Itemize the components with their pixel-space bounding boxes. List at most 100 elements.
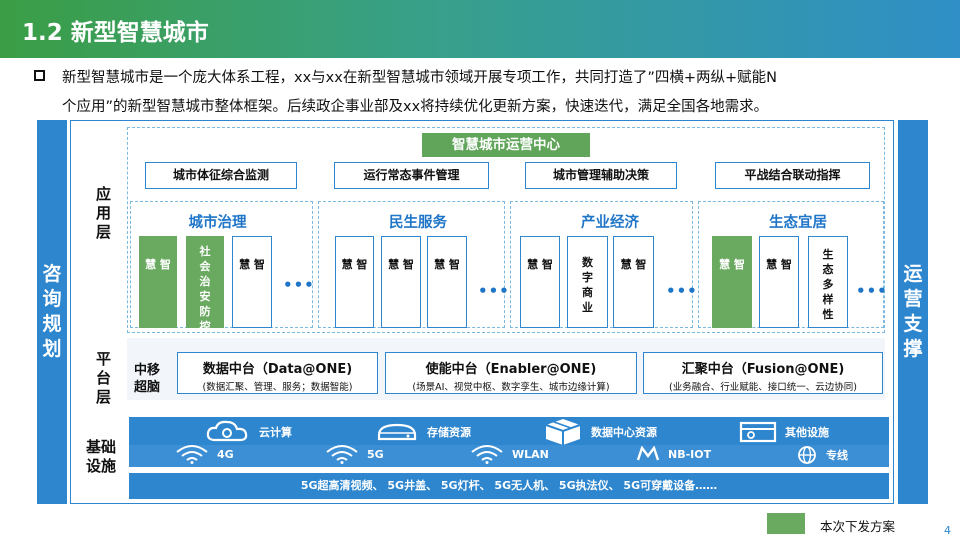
more-dots: •••: [666, 282, 698, 300]
infra-label: 数据中心资源: [591, 426, 657, 439]
app-card: 生 态 多 样 性: [808, 236, 848, 328]
platform-desc: (数据汇聚、管理、服务；数据智能): [202, 382, 353, 393]
page-title: 1.2 新型智慧城市: [22, 20, 209, 46]
layer-label-platform: 平 台 层: [96, 350, 111, 407]
layer-label-char: 平: [96, 350, 112, 368]
platform-desc: (业务融合、行业赋能、接口统一、云边协同): [669, 382, 857, 393]
app-card: 社 会 治 安 防 控: [186, 236, 224, 333]
infra-nbiot: NB-IOT: [636, 446, 711, 462]
layer-label-char: 基础: [86, 438, 117, 456]
infra-label: WLAN: [512, 447, 549, 461]
app-card-label: 慧 智: [719, 258, 745, 271]
app-card-label-vertical: 社 会 治 安 防 控: [199, 245, 211, 333]
data-platform-box: 数据中台（Data@ONE) (数据汇聚、管理、服务；数据智能): [177, 352, 378, 394]
bullet-square-icon: [34, 70, 45, 81]
layer-label-infra: 基础 设施: [86, 438, 116, 476]
more-dots: •••: [283, 276, 315, 294]
infra-label: 专线: [826, 449, 848, 462]
sector-title: 产业经济: [581, 215, 639, 231]
side-right-char: 支: [903, 313, 923, 335]
datacenter-icon: [545, 419, 581, 445]
app-card: 数 字 商 业: [567, 236, 608, 328]
ops-center-label: 智慧城市运营中心: [422, 133, 590, 157]
nbiot-icon: [636, 446, 660, 461]
side-left-char: 规: [42, 313, 62, 335]
infra-dedicated-line: 专线: [796, 445, 848, 465]
wifi-icon: [176, 445, 208, 464]
cloud-icon: [206, 420, 248, 442]
app-card: 慧 智: [759, 236, 799, 328]
globe-icon: [798, 446, 816, 464]
side-right-char: 营: [903, 288, 923, 310]
app-card-label: 慧 智: [766, 258, 792, 271]
app-card-label: 慧 智: [239, 258, 265, 271]
app-card-label: 慧 智: [341, 258, 368, 271]
app-card-label-vertical: 数 字 商 业: [582, 256, 593, 314]
legend-swatch: [767, 513, 805, 534]
fusion-platform-box: 汇聚中台（Fusion@ONE) (业务融合、行业赋能、接口统一、云边协同): [643, 352, 883, 394]
side-right-char: 撑: [903, 338, 923, 360]
framework-frame: [70, 120, 894, 504]
intro-text: 新型智慧城市是一个庞大体系工程，xx与xx在新型智慧城市领域开展专项工作，共同打…: [62, 64, 882, 122]
infra-datacenter: 数据中心资源: [543, 417, 657, 447]
monitoring-box: 城市体征综合监测: [145, 162, 297, 189]
wifi-icon: [471, 445, 503, 464]
platform-name: 汇聚中台（Fusion@ONE): [681, 362, 845, 377]
layer-label-char: 应: [96, 185, 112, 203]
app-card: 慧 智: [139, 236, 177, 328]
app-card: 慧 智: [335, 236, 374, 328]
side-bar-operations: 运 营 支 撑: [898, 120, 928, 504]
decision-support-box: 城市管理辅助决策: [525, 162, 677, 189]
side-left-char: 咨: [42, 263, 62, 285]
infra-network-row: [129, 445, 889, 467]
page-number: 4: [944, 524, 951, 537]
app-card-label: 慧 智: [388, 258, 414, 271]
server-icon: [739, 421, 777, 443]
layer-label-char: 台: [96, 369, 112, 387]
app-card: 慧 智: [232, 236, 272, 328]
layer-label-app: 应 用 层: [96, 185, 111, 242]
infra-other: 其他设施: [739, 420, 829, 444]
app-card: 慧 智: [613, 236, 654, 328]
side-bar-consulting: 咨 询 规 划: [37, 120, 67, 504]
intro-line-2: 个应用”的新型智慧城市整体框架。后续政企事业部及xx将持续优化更新方案，快速迭代…: [62, 99, 769, 115]
app-card: 慧 智: [381, 236, 421, 328]
app-card-label: 慧 智: [434, 258, 460, 271]
more-dots: •••: [478, 282, 510, 300]
app-card: 慧 智: [712, 236, 752, 328]
enabler-platform-box: 使能中台（Enabler@ONE) (场景AI、视觉中枢、数字孪生、城市边缘计算…: [385, 352, 637, 394]
app-card: 慧 智: [427, 236, 467, 328]
app-card-label: 慧 智: [145, 258, 171, 271]
sector-title: 生态宜居: [769, 215, 827, 231]
intro-line-1: 新型智慧城市是一个庞大体系工程，xx与xx在新型智慧城市领域开展专项工作，共同打…: [62, 70, 777, 86]
sector-title: 城市治理: [188, 215, 247, 231]
storage-icon: [377, 423, 417, 441]
command-box: 平战结合联动指挥: [715, 162, 870, 189]
app-card-label: 慧 智: [620, 258, 647, 271]
sector-title: 民生服务: [389, 215, 447, 231]
infra-storage: 存储资源: [375, 421, 471, 443]
wifi-icon: [326, 445, 358, 464]
infra-5g-devices-row: 5G超高清视频、 5G井盖、 5G灯杆、 5G无人机、 5G执法仪、 5G可穿戴…: [129, 473, 889, 499]
legend-label: 本次下发方案: [820, 519, 896, 534]
layer-label-char: 用: [96, 204, 112, 222]
platform-desc: (场景AI、视觉中枢、数字孪生、城市边缘计算): [412, 382, 610, 393]
side-left-char: 询: [42, 288, 62, 310]
platform-name: 数据中台（Data@ONE): [202, 362, 353, 377]
infra-label: 其他设施: [785, 426, 829, 439]
cmcc-brain-label: 中移 超脑: [134, 363, 161, 395]
platform-name: 使能中台（Enabler@ONE): [425, 362, 597, 377]
app-card-label-vertical: 生 态 多 样 性: [822, 248, 834, 321]
infra-label: 4G: [217, 447, 234, 461]
title-bar: 1.2 新型智慧城市: [0, 0, 960, 58]
infra-label: NB-IOT: [668, 447, 712, 461]
infra-5g: 5G: [325, 444, 384, 464]
app-card: 慧 智: [520, 236, 560, 328]
infra-label: 5G: [367, 447, 384, 461]
infra-label: 云计算: [259, 426, 292, 439]
infra-4g: 4G: [175, 444, 234, 464]
more-dots: •••: [856, 282, 888, 300]
app-card-label: 慧 智: [527, 258, 553, 271]
side-left-char: 划: [42, 338, 62, 360]
infra-wlan: WLAN: [470, 444, 549, 464]
